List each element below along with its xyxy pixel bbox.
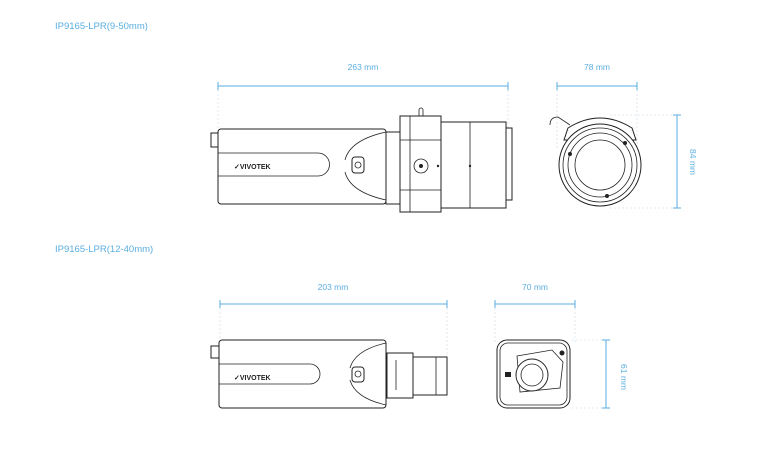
model-2-width-dimension: 70 mm — [494, 282, 576, 342]
model-1-front-view — [549, 116, 642, 207]
model-1-title: IP9165-LPR(9-50mm) — [55, 21, 148, 32]
model-2-length-dimension: 203 mm — [219, 282, 448, 355]
model-2-height-label: 61 mm — [619, 364, 629, 390]
model-1-side-view: ✓VIVOTEK — [210, 107, 513, 213]
model-2-front-view — [496, 339, 571, 409]
model-2-title: IP9165-LPR(12-40mm) — [55, 244, 153, 255]
model-2-width-label: 70 mm — [522, 282, 548, 292]
model-1-length-label: 263 mm — [348, 62, 379, 72]
model-1-width-label: 78 mm — [584, 62, 610, 72]
model-1-width-dimension: 78 mm — [556, 62, 638, 150]
model-2-side-view: ✓VIVOTEK — [210, 339, 448, 409]
model-2-height-dimension: 61 mm — [572, 339, 629, 409]
brand-logo: ✓VIVOTEK — [234, 164, 271, 171]
brand-logo-2: ✓VIVOTEK — [234, 375, 271, 382]
model-1-length-dimension: 263 mm — [217, 62, 509, 135]
model-2-length-label: 203 mm — [318, 282, 349, 292]
model-1-height-label: 84 mm — [688, 149, 698, 175]
model-1-height-dimension: 84 mm — [610, 114, 698, 209]
